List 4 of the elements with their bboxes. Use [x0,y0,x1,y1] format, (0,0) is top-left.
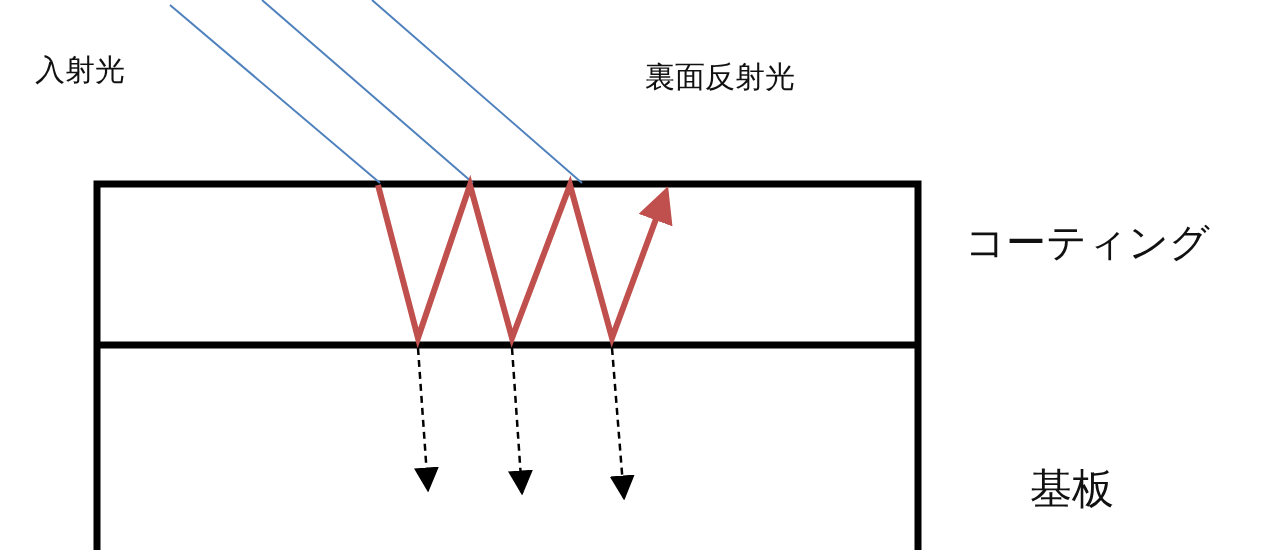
reflected-light-label: 裏面反射光 [645,62,795,92]
incident-light-label: 入射光 [35,55,125,85]
substrate-label: 基板 [1030,468,1114,510]
coating-label: コーティング [965,222,1210,262]
